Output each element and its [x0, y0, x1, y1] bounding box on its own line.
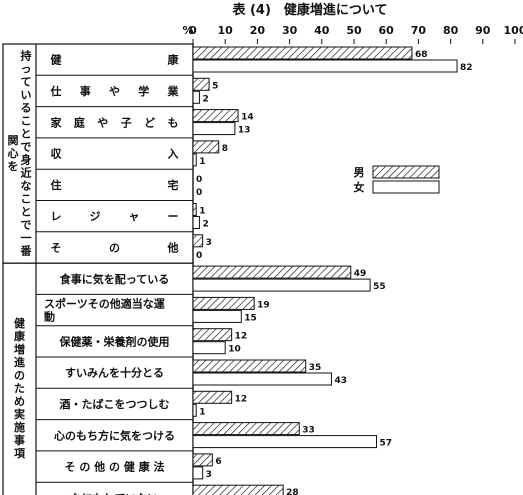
x-tick-label: 20 — [250, 24, 266, 37]
bar-male — [192, 484, 284, 495]
value-label: 14 — [241, 113, 254, 123]
value-label: 6 — [215, 457, 221, 467]
x-tick-label: 90 — [475, 24, 491, 37]
value-label: 57 — [380, 439, 393, 449]
value-label: 35 — [309, 363, 322, 373]
bar-female — [192, 341, 226, 355]
chart-title: 表 (4) 健康増進について — [231, 2, 387, 18]
x-tick-label: 80 — [443, 24, 459, 37]
value-label: 19 — [257, 300, 270, 310]
category-label: 心のもち方に気をつける — [54, 428, 175, 442]
bar-male — [192, 109, 239, 123]
bar-female — [192, 216, 200, 229]
value-label: 0 — [196, 175, 202, 185]
bar-male — [192, 140, 220, 154]
value-label: 12 — [235, 332, 248, 342]
bar-male — [192, 422, 300, 436]
value-label: 15 — [244, 313, 257, 323]
bar-female — [192, 403, 197, 417]
bar-male — [192, 328, 233, 342]
value-label: 33 — [302, 426, 315, 436]
bar-male — [192, 46, 413, 60]
value-label: 0 — [196, 188, 202, 198]
bar-female — [192, 90, 200, 104]
value-label: 55 — [373, 282, 386, 292]
value-label: 1 — [199, 407, 205, 417]
value-label: 3 — [206, 238, 212, 248]
bar-male — [192, 234, 204, 248]
value-label: 3 — [206, 470, 212, 480]
bar-male — [192, 296, 255, 310]
value-label: 43 — [334, 376, 347, 386]
bar-male — [192, 359, 307, 373]
value-label: 28 — [286, 488, 299, 495]
unit-label: % — [182, 24, 193, 37]
x-tick-label: 30 — [282, 24, 298, 37]
legend-label: 女 — [354, 180, 365, 194]
category-label: 保健薬・栄養剤の使用 — [59, 334, 170, 348]
category-label: レ ジ ャ ー — [51, 210, 179, 223]
x-tick-label: 70 — [411, 24, 427, 37]
legend-swatch-male — [372, 165, 440, 179]
value-label: 8 — [222, 144, 228, 154]
legend-label: 男 — [354, 166, 365, 179]
bar-male — [192, 77, 210, 91]
value-label: 12 — [235, 394, 248, 404]
category-label: 酒・たばこをつつしむ — [60, 397, 170, 411]
bar-female — [192, 466, 204, 480]
bar-male — [192, 203, 197, 216]
x-tick-label: 40 — [314, 24, 330, 37]
bar-female — [192, 122, 236, 136]
value-label: 2 — [202, 94, 208, 104]
value-label: 13 — [238, 126, 251, 136]
bar-male — [192, 390, 233, 404]
category-label: 健 康 — [51, 53, 180, 67]
bar-female — [192, 278, 371, 292]
bar-male — [192, 265, 352, 279]
value-label: 68 — [415, 50, 428, 60]
x-tick-label: 50 — [346, 24, 362, 37]
value-label: 49 — [354, 269, 367, 279]
category-label: スポーツその他適当な運動 — [44, 296, 166, 323]
x-tick-label: 60 — [379, 24, 395, 37]
bar-male — [192, 453, 213, 467]
category-label: 住 宅 — [51, 178, 179, 192]
category-label: 収 入 — [51, 148, 179, 161]
category-label: そ の 他 — [51, 240, 179, 254]
category-label: そ の 他 の 健 康 法 — [65, 460, 165, 474]
value-label: 1 — [199, 207, 205, 217]
group-label: 持っていることで身近なことで一番関心を — [8, 49, 33, 258]
bar-female — [192, 435, 378, 449]
bar-female — [192, 153, 197, 167]
bar-female — [192, 59, 458, 73]
value-label: 0 — [196, 251, 202, 261]
legend-swatch-female — [372, 180, 440, 194]
bar-female — [192, 372, 332, 386]
value-label: 2 — [202, 220, 208, 230]
group-label: 健康増進のため実施事項 — [14, 316, 26, 460]
category-label: 食事に気を配っている — [60, 272, 169, 286]
category-label: なにもしていない — [71, 492, 159, 495]
bar-female — [192, 309, 242, 323]
x-tick-label: 100 — [504, 24, 523, 37]
value-label: 1 — [199, 157, 205, 167]
category-label: 仕 事 や 学 業 — [50, 84, 180, 98]
x-tick-label: 0 — [189, 24, 197, 37]
value-label: 10 — [228, 345, 241, 355]
value-label: 5 — [212, 81, 218, 91]
category-label: 家 庭 や 子 ど も — [51, 115, 179, 129]
value-label: 82 — [460, 63, 473, 73]
x-tick-label: 10 — [218, 24, 234, 37]
category-label: すいみんを十分とる — [65, 366, 164, 380]
